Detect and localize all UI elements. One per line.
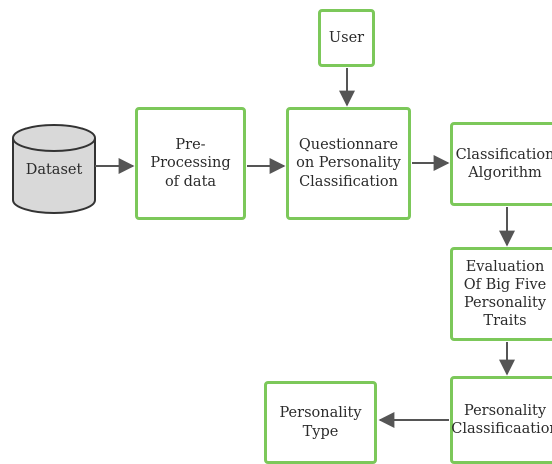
personality-type-label: Personality Type	[279, 405, 362, 440]
dataset-cylinder-icon	[12, 124, 96, 214]
classification-algorithm-node: Classification Algorithm	[450, 122, 552, 206]
preprocessing-node: Pre-Processing of data	[135, 107, 246, 220]
classification-algorithm-label: Classification Algorithm	[455, 146, 552, 181]
personality-classification-node: Personality Classificaation	[450, 376, 552, 464]
preprocessing-label: Pre-Processing of data	[150, 137, 231, 190]
user-label: User	[328, 29, 365, 46]
questionnaire-label: Questionnare on Personality Classificati…	[296, 137, 401, 190]
evaluation-label: Evaluation Of Big Five Personality Trait…	[463, 258, 547, 330]
personality-type-node: Personality Type	[264, 381, 377, 464]
user-node: User	[318, 9, 375, 67]
questionnaire-node: Questionnare on Personality Classificati…	[286, 107, 411, 220]
personality-classification-label: Personality Classificaation	[451, 402, 552, 437]
dataset-label: Dataset	[25, 162, 83, 178]
evaluation-node: Evaluation Of Big Five Personality Trait…	[450, 247, 552, 341]
